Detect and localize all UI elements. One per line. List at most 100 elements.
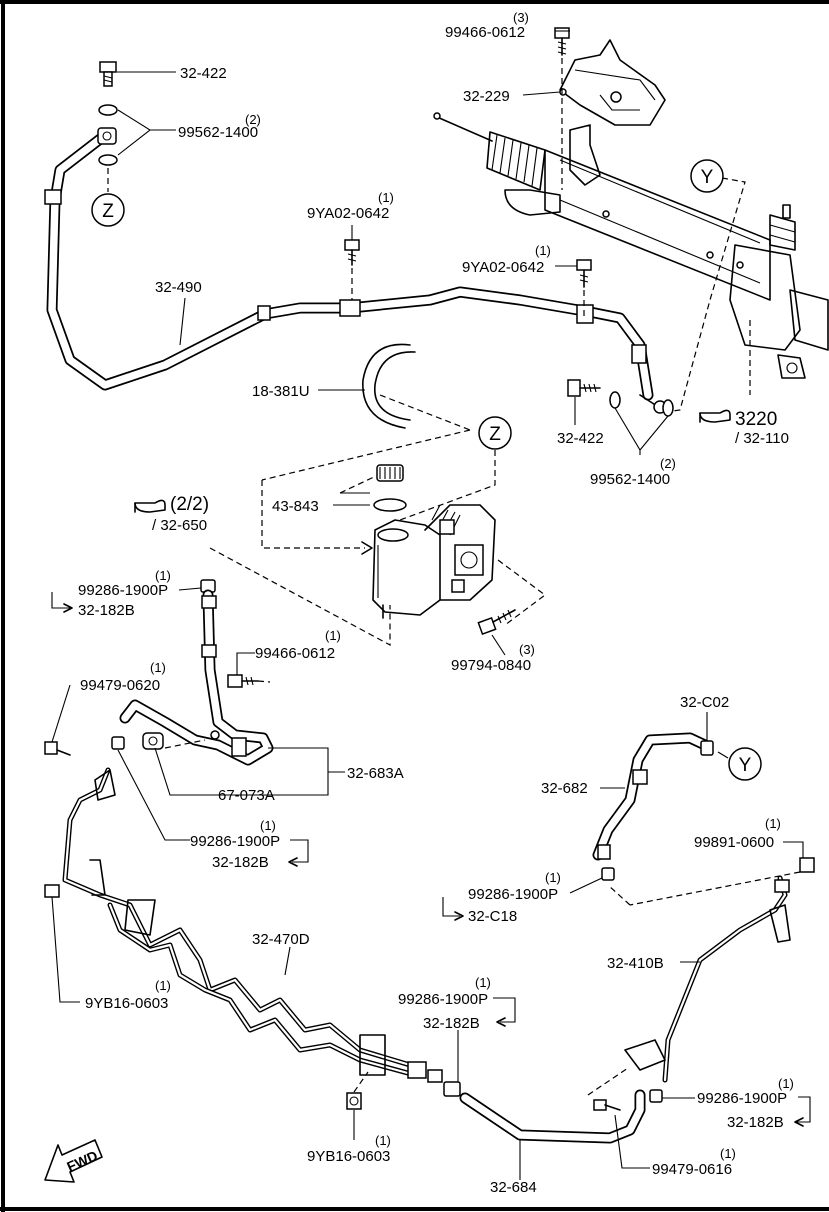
label-32-490: 32-490 [155,279,202,296]
connector-y-top: Y [690,159,724,193]
label-99479-0620: 99479-0620 [80,677,160,694]
qty-99286-a: (1) [155,568,171,583]
bolt-99466-0612-top [554,27,570,56]
bolt-32-422-top [99,61,117,87]
clamp-99286-c [601,867,615,881]
label-67-073a: 67-073A [218,787,275,804]
connector-z-mid-label: Z [489,424,501,445]
label-32-229: 32-229 [463,88,510,105]
bolt-99794-0840 [477,609,516,635]
label-99466-0612-mid: 99466-0612 [255,645,335,662]
label-32-683a: 32-683A [347,765,404,782]
bolt-99479-0620 [44,741,71,756]
label-32-682: 32-682 [541,780,588,797]
connector-z-top-label: Z [102,201,114,222]
label-ref-32-650: / 32-650 [152,517,207,534]
pointing-hand-icon [134,499,166,513]
clamp-99286-d [443,1081,461,1097]
qty-9ya02-0642-b: (1) [535,243,551,258]
nut-9yb16-0603-b [346,1092,362,1110]
washer-top-1 [98,104,118,116]
qty-99562-1400-top: (2) [245,112,261,127]
qty-99286-c: (1) [545,870,561,885]
return-hose-32-684 [459,1089,646,1144]
label-99466-0612-top: 99466-0612 [445,24,525,41]
qty-99562-1400-mid: (2) [660,456,676,471]
reservoir-seal [373,498,407,512]
return-pipe-32-410b [624,875,791,1083]
label-ref-32-110: / 32-110 [735,430,789,447]
power-steering-pump [372,504,496,619]
qty-99286-d: (1) [475,975,491,990]
qty-99286-b: (1) [260,818,276,833]
hose-32-682 [592,732,711,861]
washer-mid-2 [662,399,674,417]
label-99891-0600: 99891-0600 [694,834,774,851]
fwd-arrow-icon: FWD [44,1139,103,1183]
banjo-fitting-top [97,127,117,145]
label-32-470d: 32-470D [252,931,310,948]
reservoir-cap-43-843 [376,464,404,482]
connector-y-bottom: Y [728,747,762,781]
qty-99466-0612-top: (3) [513,10,529,25]
clamp-32-c02 [700,740,714,756]
label-99286-d: 99286-1900P [398,991,488,1008]
clamp-67-073a [142,732,164,750]
qty-99466-0612-mid: (1) [325,628,341,643]
label-ref-3220: 3220 [735,409,777,430]
qty-9ya02-0642-a: (1) [378,190,394,205]
label-18-381u: 18-381U [252,383,310,400]
label-9ya02-0642-b: 9YA02-0642 [462,259,544,276]
qty-9yb16-0603-b: (1) [375,1133,391,1148]
washer-top-2 [98,154,118,166]
bolt-32-422-mid [567,379,601,397]
connector-z-mid: Z [478,416,512,450]
label-99286-b: 99286-1900P [190,833,280,850]
qty-99479-0620: (1) [150,660,166,675]
label-32-410b: 32-410B [607,955,664,972]
steering-gear-assembly [433,112,829,379]
label-99562-1400-mid: 99562-1400 [590,471,670,488]
label-99794-0840: 99794-0840 [451,657,531,674]
label-ref-2-2: (2/2) [170,494,209,515]
connector-y-bottom-label: Y [739,755,752,776]
connector-y-top-label: Y [701,167,714,188]
heat-shield-32-229 [559,39,666,126]
pointing-hand-icon-2 [699,409,731,423]
clamp-99286-b [111,736,125,750]
label-ref-32-c18: 32-C18 [468,908,517,925]
label-9yb16-0603-b: 9YB16-0603 [307,1148,390,1165]
bolt-99466-0612-mid [227,674,259,688]
qty-9yb16-0603-a: (1) [155,978,171,993]
cooler-pipe-32-470d [62,767,443,1083]
label-9ya02-0642-a: 9YA02-0642 [307,205,389,222]
label-32-422-top: 32-422 [180,65,227,82]
qty-99891-0600: (1) [765,816,781,831]
label-99286-c: 99286-1900P [468,886,558,903]
label-32-684: 32-684 [490,1179,537,1196]
label-ref-32-182b-d: 32-182B [423,1015,480,1032]
label-99562-1400-top: 99562-1400 [178,124,258,141]
return-hose-32-683a [119,589,274,766]
label-9yb16-0603-a: 9YB16-0603 [85,995,168,1012]
label-99286-e: 99286-1900P [697,1090,787,1107]
bolt-99479-0616 [593,1099,621,1111]
bolt-9ya02-0642-b [576,259,592,288]
qty-99479-0616: (1) [720,1146,736,1161]
label-43-843: 43-843 [272,498,319,515]
label-ref-32-182b-e: 32-182B [727,1114,784,1131]
qty-99286-e: (1) [778,1076,794,1091]
label-99479-0616: 99479-0616 [652,1161,732,1178]
label-ref-32-182b-b: 32-182B [212,854,269,871]
label-32-c02: 32-C02 [680,694,729,711]
label-32-422-mid: 32-422 [557,430,604,447]
washer-mid-1 [609,391,621,409]
drive-belt-18-381u [362,343,416,429]
label-99286-a: 99286-1900P [78,582,168,599]
clamp-99286-e [649,1089,663,1103]
nut-9yb16-0603-a [44,884,60,898]
bolt-9ya02-0642-a [344,239,360,266]
nut-99891-0600 [799,857,815,873]
qty-99794-0840: (3) [519,642,535,657]
